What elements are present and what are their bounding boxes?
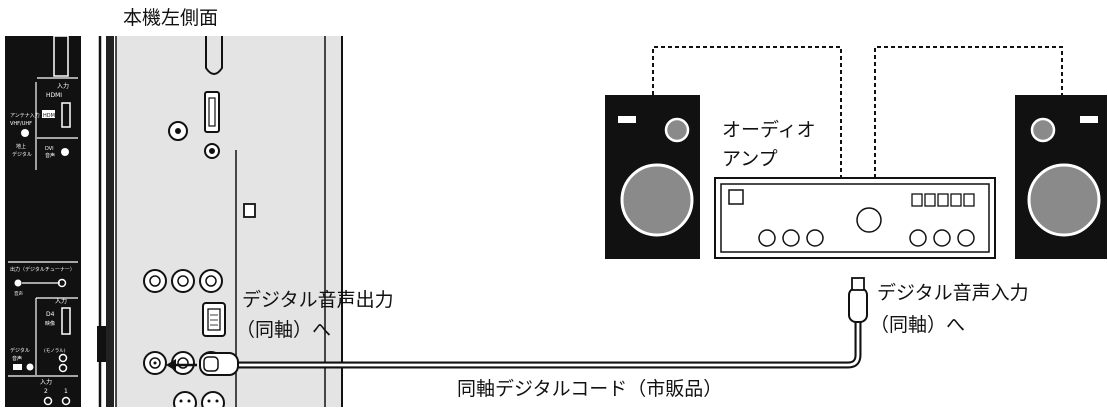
coaxial-digital-cable [166,277,868,376]
output-label-line2: （同軸）へ [236,319,332,341]
svg-text:音声: 音声 [45,152,55,159]
svg-text:音声: 音声 [12,355,22,362]
svg-text:地上: 地上 [16,143,26,150]
tv-side-title: 本機左側面 [123,7,219,29]
input-label-line2: （同軸）へ [870,314,966,336]
svg-text:HDMI: HDMI [43,113,56,119]
output-label-line1: デジタル音声出力 [242,289,394,311]
speaker-right [1015,95,1107,259]
rca-plug-left [199,352,239,376]
speaker-wire-right [874,46,1063,178]
svg-text:入力: 入力 [40,378,52,386]
rca-jack [199,269,223,293]
cable-label: 同軸デジタルコード（市販品） [457,378,723,400]
amp-label-line1: オーディオ [722,119,816,141]
speaker-left [605,95,700,259]
rca-jack [143,269,167,293]
audio-amplifier [714,177,996,259]
svg-text:HDMI: HDMI [46,92,62,99]
svg-text:デジタル: デジタル [10,347,30,354]
input-label-line1: デジタル音声入力 [877,282,1029,304]
svg-text:音声: 音声 [14,290,23,297]
svg-text:(モノラル): (モノラル) [44,348,66,354]
svg-text:デジタル: デジタル [12,151,32,158]
svg-text:D4: D4 [46,311,55,318]
svg-text:入力: 入力 [57,82,69,90]
svg-text:入力: 入力 [55,297,67,305]
tv-left-terminal-panel: 入力 HDMI アンテナ入力 VHF/UHF 地上 デジタル HDMI DVI … [5,35,81,407]
svg-text:映像: 映像 [45,320,55,327]
amp-label-line2: アンプ [722,148,778,170]
svg-text:1: 1 [64,388,68,395]
svg-text:2: 2 [44,388,48,395]
rca-plug-right [848,277,868,323]
tv-side-panel [97,36,343,411]
svg-text:VHF/UHF: VHF/UHF [10,121,32,127]
svg-text:DVI: DVI [45,146,54,152]
speaker-wire-left [652,46,842,178]
svg-text:出力（デジタルチューナー）: 出力（デジタルチューナー） [10,266,75,273]
digital-coaxial-output-jack [143,351,167,375]
rca-jack [171,269,195,293]
svg-text:アンテナ入力: アンテナ入力 [10,112,40,119]
